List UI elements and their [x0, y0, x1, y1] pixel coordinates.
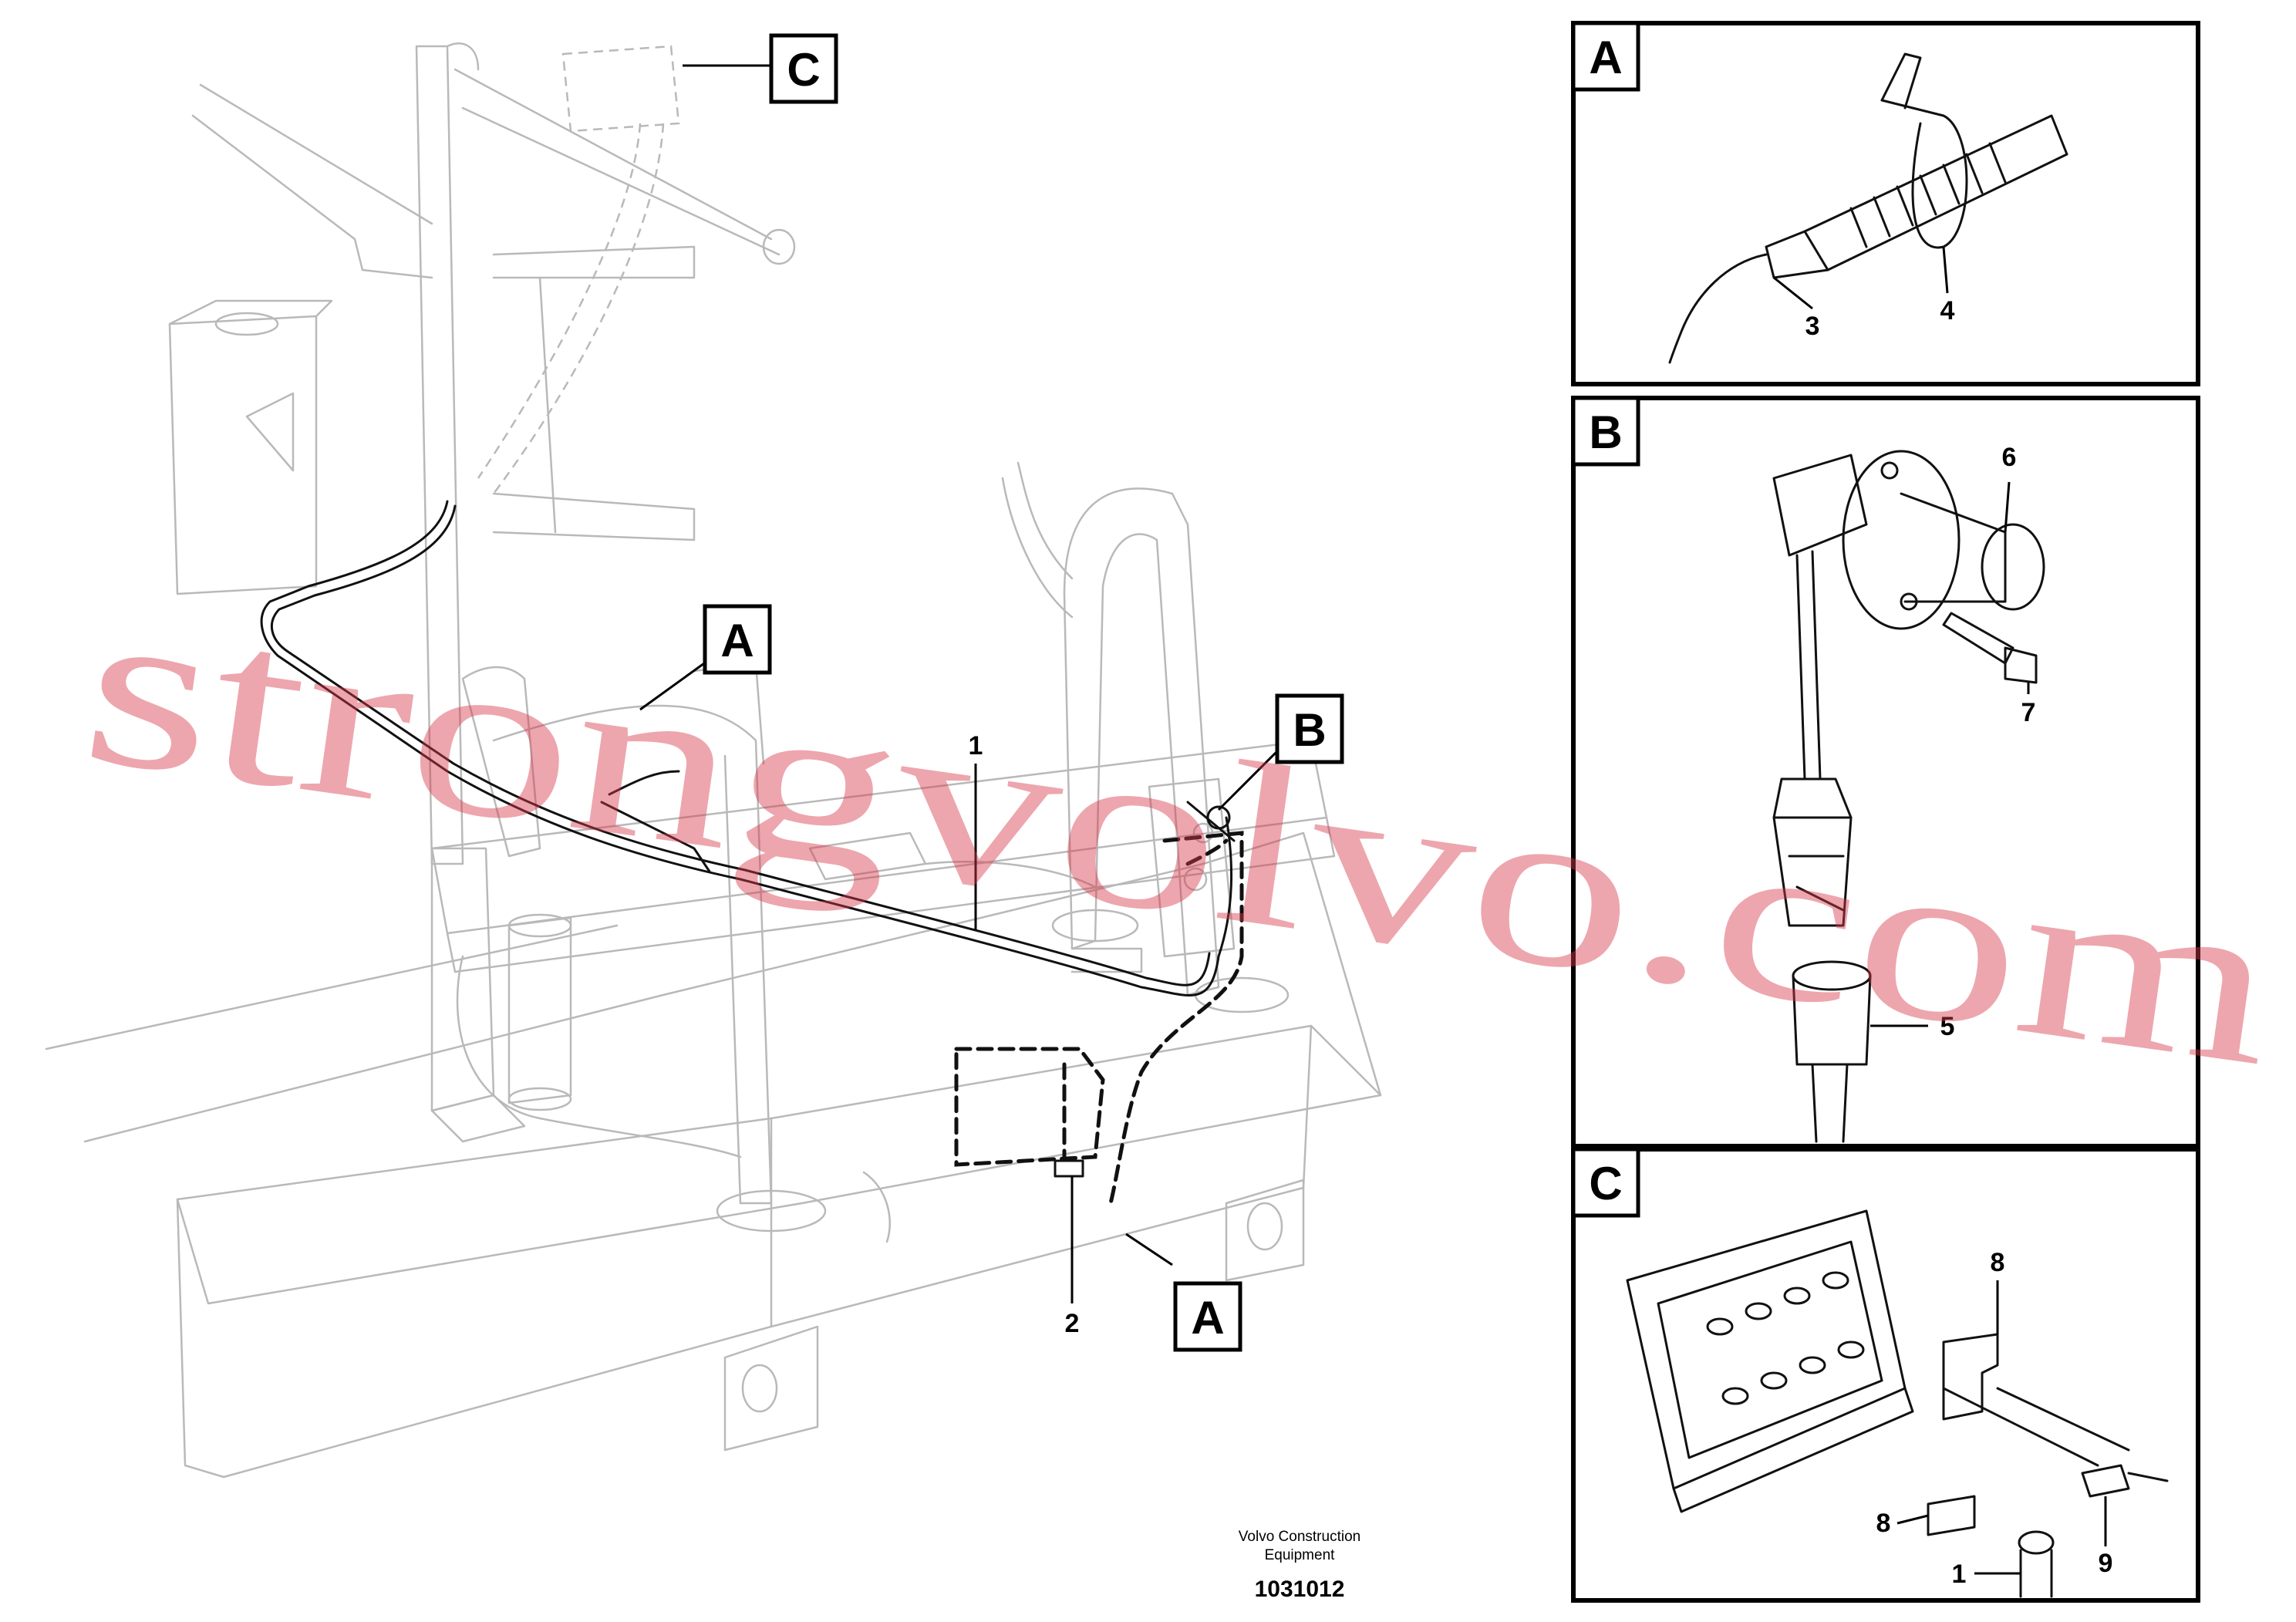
- conduit-ribs: [1849, 142, 2007, 248]
- detail-panel-a: A 3 4: [1571, 21, 2200, 386]
- callout-c-main: C: [683, 33, 838, 104]
- part-2-callout: 2: [1065, 1176, 1080, 1338]
- callout-b-main: B: [1217, 693, 1344, 811]
- document-number: 1031012: [1255, 1576, 1345, 1602]
- part-7-label: 7: [2021, 698, 2036, 727]
- callout-a-bottom-letter: A: [1191, 1292, 1224, 1344]
- company-line-1: Volvo Construction: [1239, 1529, 1360, 1545]
- detail-panel-b: B 6 7 5: [1571, 396, 2200, 1148]
- wiring-harness: [260, 500, 1244, 1206]
- part-8-upper-label: 8: [1991, 1248, 2005, 1277]
- callout-c-letter: C: [787, 44, 820, 96]
- callout-a-bottom: A: [1125, 1233, 1242, 1352]
- part-1-label: 1: [969, 731, 983, 760]
- part-5-label: 5: [1940, 1012, 1955, 1041]
- callout-b-letter: B: [1293, 704, 1326, 756]
- part-6-label: 6: [2002, 443, 2017, 472]
- terminal-studs: [1706, 1271, 1865, 1405]
- detail-a-letter: A: [1589, 32, 1622, 83]
- detail-b-letter: B: [1589, 406, 1622, 458]
- footer: Volvo Construction Equipment 1031012: [1239, 1529, 1360, 1602]
- company-line-2: Equipment: [1265, 1547, 1336, 1563]
- callout-a-top-letter: A: [720, 615, 754, 666]
- part-3-label: 3: [1805, 312, 1820, 341]
- machine-outline: [45, 42, 1382, 1479]
- part-4-label: 4: [1940, 296, 1955, 325]
- part-9-label: 9: [2099, 1549, 2113, 1578]
- part-1-callout: 1: [969, 731, 983, 929]
- detail-panel-c: C 8 8 1 9: [1571, 1147, 2200, 1603]
- part-2-label: 2: [1065, 1309, 1080, 1338]
- part-8-lower-label: 8: [1876, 1509, 1891, 1538]
- callout-a-top: A: [639, 604, 772, 711]
- part-1-detail-label: 1: [1952, 1560, 1967, 1589]
- detail-c-letter: C: [1589, 1158, 1622, 1209]
